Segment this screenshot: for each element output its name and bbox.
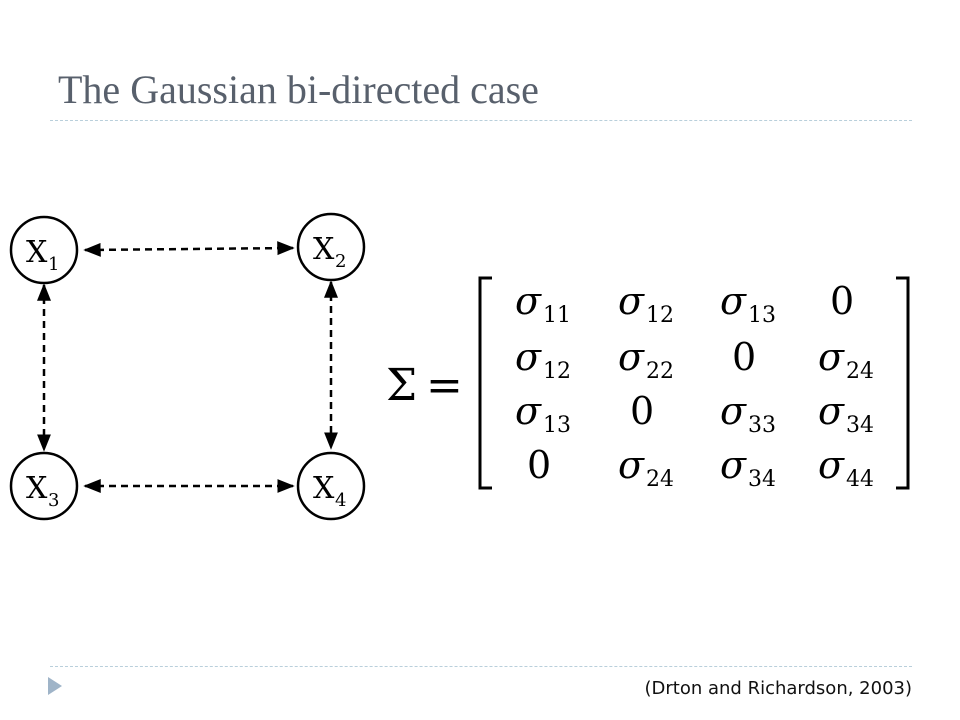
node-x1-sub: 1 xyxy=(48,254,59,275)
node-x3-label: X xyxy=(26,471,48,506)
node-x1-label: X xyxy=(26,235,48,270)
matrix-cell-2-1: σ12 xyxy=(515,335,571,384)
play-icon xyxy=(48,677,62,695)
slide-title: The Gaussian bi-directed case xyxy=(58,67,539,112)
footer-divider xyxy=(50,666,912,667)
matrix-cell-1-3: σ13 xyxy=(720,279,776,328)
sigma-lhs: Σ xyxy=(386,360,417,411)
title-divider xyxy=(50,120,912,121)
matrix-cell-3-4: σ34 xyxy=(818,389,874,438)
matrix-cell-2-4: σ24 xyxy=(818,335,874,384)
covariance-matrix: σ11 σ12 σ13 0 σ12 σ22 0 σ24 σ13 0 σ33 σ34 0 σ24 σ34 σ44 xyxy=(515,279,874,492)
left-bracket xyxy=(478,276,492,490)
matrix-cell-3-2: 0 xyxy=(630,389,654,433)
covariance-equation: Σ = σ11 σ12 σ13 0 σ12 σ22 0 σ24 σ13 0 σ33 σ34 0 σ24 σ3… xyxy=(386,276,910,492)
node-x4-label: X xyxy=(313,471,335,506)
node-x2-label: X xyxy=(313,232,335,267)
equals-sign: = xyxy=(426,360,463,411)
node-x1: X 1 xyxy=(9,215,79,285)
node-x4-sub: 4 xyxy=(335,490,346,511)
node-x4: X 4 xyxy=(296,451,366,521)
matrix-cell-4-4: σ44 xyxy=(818,443,874,492)
matrix-cell-4-2: σ24 xyxy=(618,443,674,492)
node-x3-sub: 3 xyxy=(48,490,59,511)
node-x2: X 2 xyxy=(296,212,366,282)
matrix-cell-3-3: σ33 xyxy=(720,389,776,438)
edge-x1-x2 xyxy=(83,241,295,257)
matrix-cell-3-1: σ13 xyxy=(515,389,571,438)
matrix-cell-1-4: 0 xyxy=(830,279,854,323)
citation: (Drton and Richardson, 2003) xyxy=(644,678,913,699)
matrix-cell-4-1: 0 xyxy=(527,443,551,487)
node-x3: X 3 xyxy=(9,451,79,521)
matrix-cell-2-3: 0 xyxy=(732,335,756,379)
bidirected-graph: X 1 X 2 X 3 X 4 xyxy=(9,212,366,521)
matrix-cell-2-2: σ22 xyxy=(618,335,674,384)
matrix-cell-4-3: σ34 xyxy=(720,443,776,492)
node-x2-sub: 2 xyxy=(335,251,346,272)
matrix-cell-1-2: σ12 xyxy=(618,279,674,328)
matrix-cell-1-1: σ11 xyxy=(515,279,571,328)
right-bracket xyxy=(896,276,910,490)
